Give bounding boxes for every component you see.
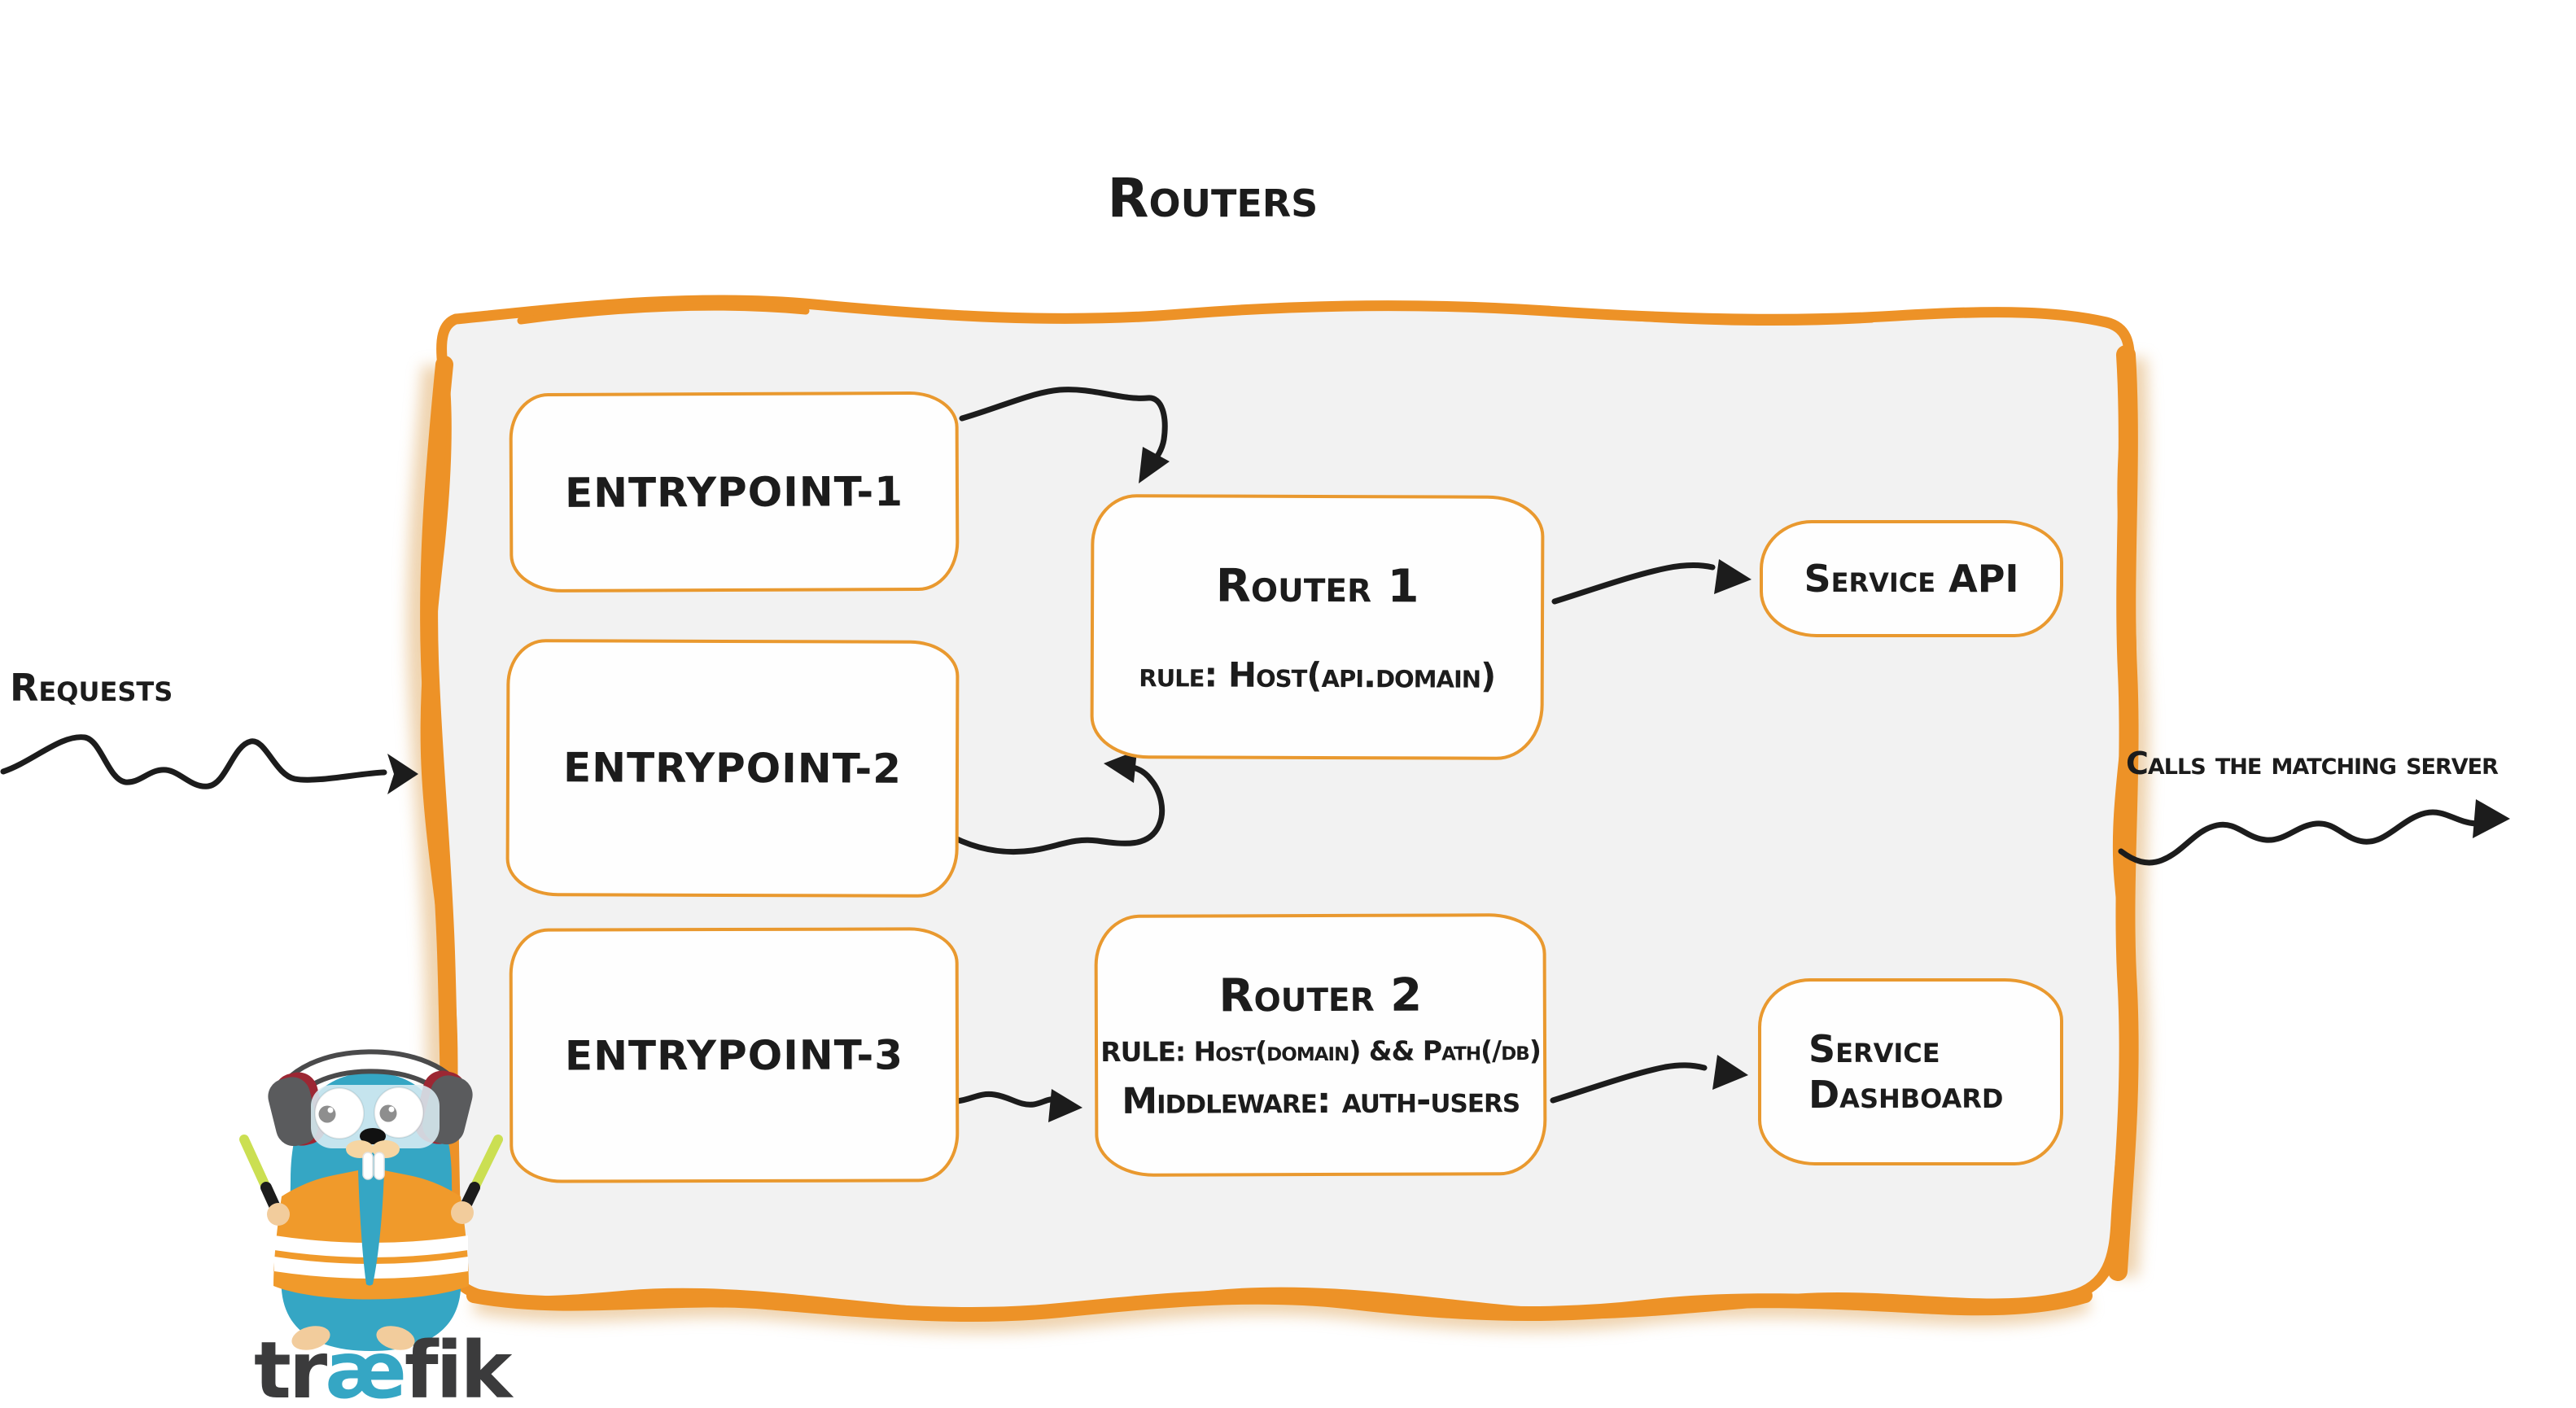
- entrypoint1-to-router1-arrow: [959, 387, 1168, 470]
- router-2-title: Router 2: [1218, 969, 1423, 1022]
- entrypoint-3-label: entrypoint-3: [564, 1030, 904, 1080]
- entrypoint-2-box: entrypoint-2: [505, 639, 960, 898]
- wordmark-tr: tr: [254, 1325, 327, 1408]
- entrypoint-2-label: entrypoint-2: [562, 744, 903, 793]
- wordmark-fik: fik: [404, 1325, 513, 1408]
- router2-to-servicedashboard-arrow: [1550, 1062, 1708, 1104]
- router-2-middleware: Middleware: auth-users: [1122, 1078, 1520, 1122]
- requests-arrow: [0, 734, 387, 789]
- router-1-title: Router 1: [1215, 559, 1419, 613]
- wordmark-ae: æ: [325, 1325, 407, 1408]
- traefik-wordmark: træfik: [254, 1331, 512, 1408]
- traefik-gopher-icon: [239, 1049, 503, 1351]
- entrypoint-3-box: entrypoint-3: [509, 927, 960, 1183]
- traefik-logo: træfik: [236, 993, 545, 1408]
- arrow-heads: [387, 447, 2510, 1122]
- router-1-box: Router 1 rule: Host(api.domain): [1090, 494, 1545, 760]
- service-api-label: Service API: [1804, 556, 2019, 601]
- service-dashboard-label: Service Dashboard: [1808, 1026, 2004, 1117]
- service-api-box: Service API: [1760, 520, 2063, 637]
- page-title: Routers: [1107, 167, 1319, 230]
- requests-label: Requests: [10, 666, 173, 710]
- router-1-rule: rule: Host(api.domain): [1139, 654, 1496, 696]
- service-dashboard-box: Service Dashboard: [1758, 978, 2063, 1165]
- router-2-rule: RULE: Host(domain) && Path(/db): [1100, 1034, 1541, 1068]
- entrypoint-1-label: entrypoint-1: [564, 467, 904, 517]
- router-2-box: Router 2 RULE: Host(domain) && Path(/db)…: [1094, 913, 1547, 1177]
- calls-matching-server-label: Calls the matching server: [2126, 746, 2499, 781]
- entrypoint2-to-router1-arrow: [942, 764, 1166, 855]
- router1-to-serviceapi-arrow: [1551, 562, 1716, 605]
- calls-arrow: [2118, 809, 2479, 866]
- entrypoint-1-box: entrypoint-1: [509, 391, 960, 593]
